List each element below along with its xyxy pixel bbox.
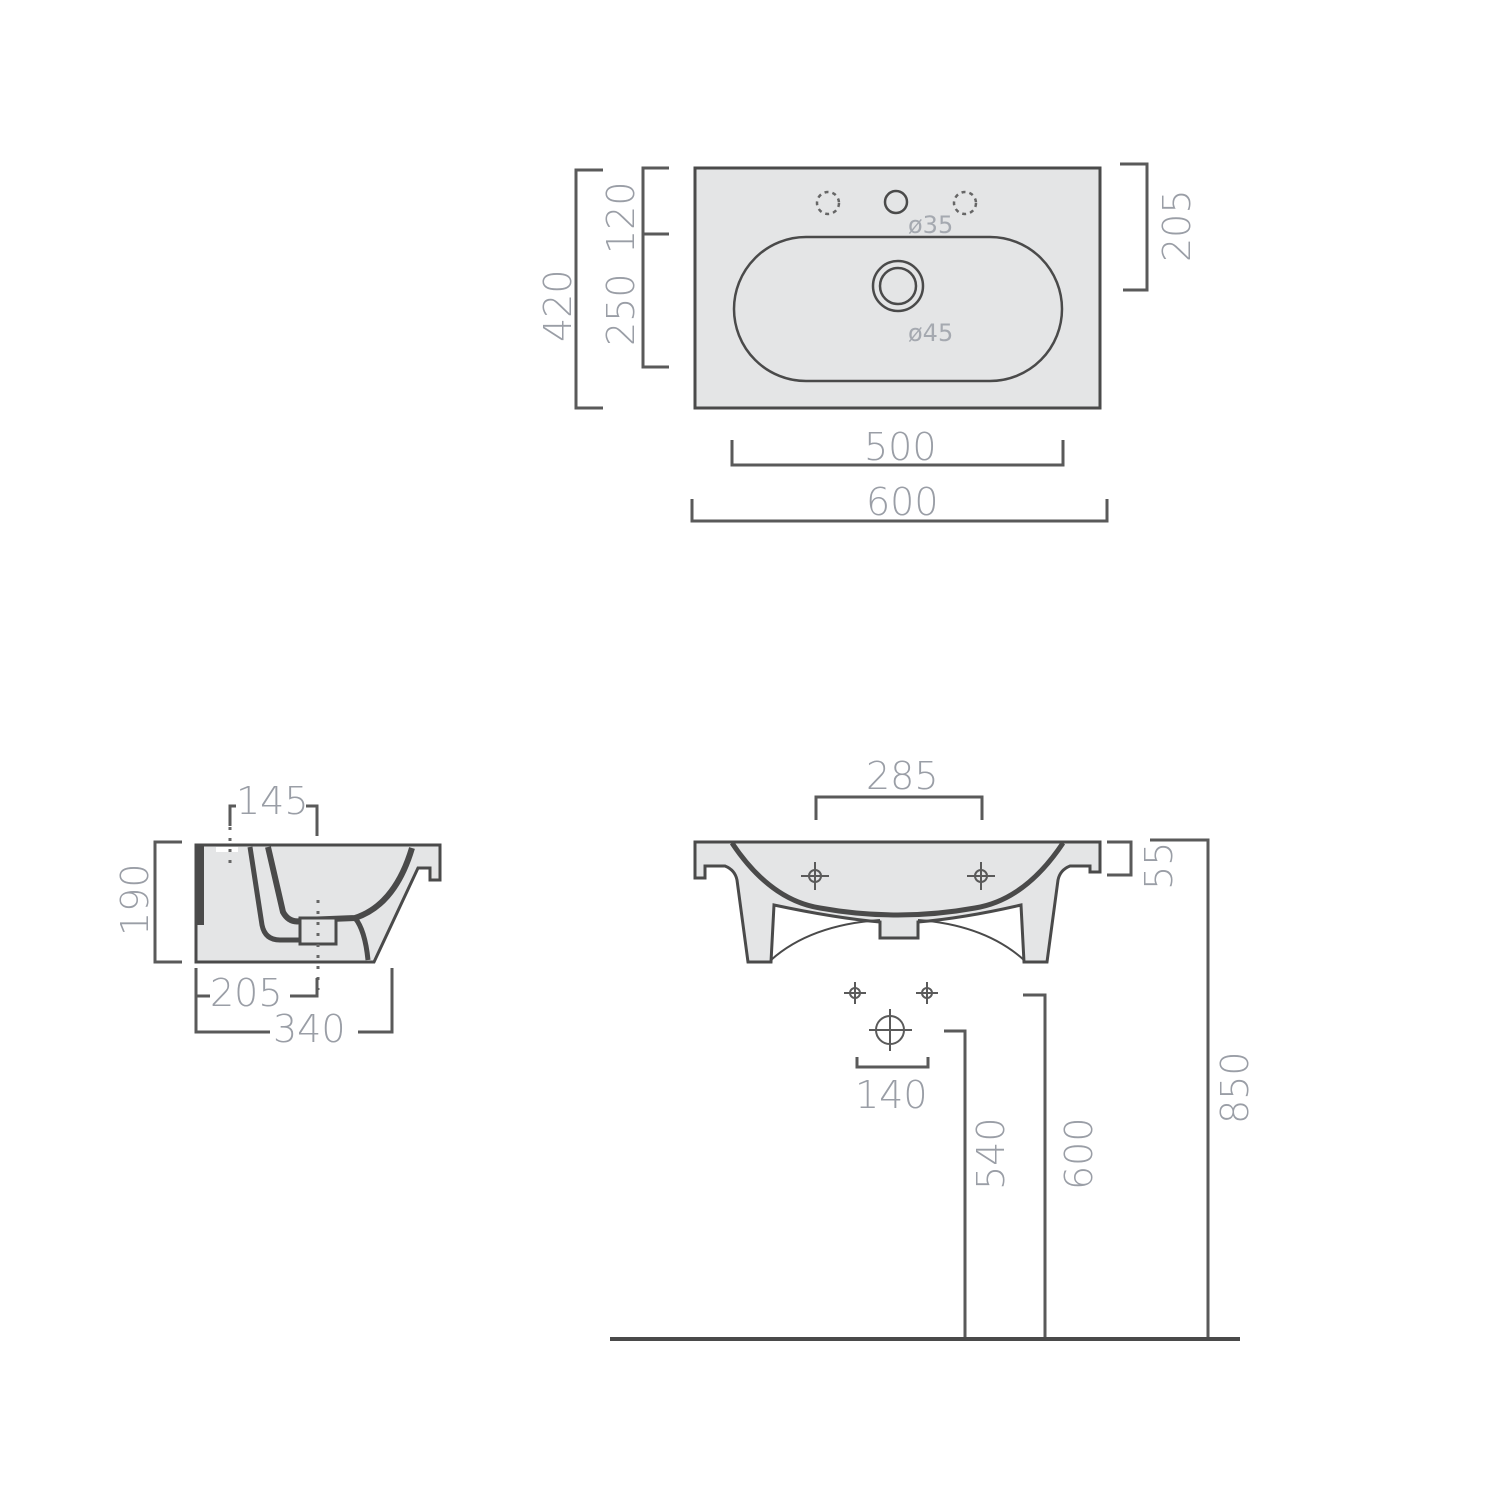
dim-tap-offset: 145: [236, 779, 309, 823]
fixing-point-left-icon: [801, 862, 829, 890]
dim-overall-depth: 420: [536, 269, 580, 342]
side-overflow-channel: [247, 846, 300, 943]
bowl-outline: [732, 235, 1064, 383]
dim-line-supply-spacing: [855, 1057, 930, 1069]
dim-overall-width: 600: [866, 480, 939, 524]
dim-line-overall-width: [690, 499, 1109, 523]
dim-line-tap-bowl: [641, 166, 669, 369]
wall-plate: [196, 845, 204, 925]
front-underside-curve: [770, 919, 1025, 961]
front-body-outline: [693, 840, 1102, 964]
dim-line-waste-height: [944, 1029, 967, 1338]
dim-line-rim-height: [1150, 838, 1210, 1338]
dim-line-overall-depth: [574, 168, 603, 410]
supply-point-left-icon: [844, 982, 866, 1004]
tap-hole-icon: [883, 189, 909, 215]
dim-rim-thickness: 55: [1137, 842, 1181, 890]
fixing-point-right-icon: [967, 862, 995, 890]
dim-tap-zone-depth: 120: [599, 181, 643, 254]
top-view: ø35 ø45 420 120 250 205 500 600: [536, 162, 1199, 524]
dim-line-side-depth: [194, 968, 394, 1034]
dim-bowl-width: 500: [864, 425, 937, 469]
front-bowl-curve: [729, 841, 1066, 918]
dim-line-drain-offset: [1120, 162, 1149, 292]
drain-diameter-label: ø45: [908, 319, 953, 347]
side-rear-leg: [352, 916, 371, 961]
tap-hole-diameter-label: ø35: [908, 211, 953, 239]
dim-line-fixing-centers: [814, 795, 984, 820]
waste-point-icon: [869, 1009, 912, 1051]
dim-rim-height: 850: [1213, 1051, 1257, 1124]
dim-line-bowl-width: [730, 440, 1065, 467]
side-drain-outlet: [298, 916, 338, 946]
tap-hole-optional-right-icon: [952, 190, 978, 216]
drain-inner-icon: [878, 266, 918, 306]
dim-waste-height: 540: [969, 1117, 1013, 1190]
dim-line-side-height: [153, 840, 182, 964]
drain-outer-icon: [871, 259, 925, 313]
dim-side-height: 190: [113, 863, 157, 936]
supply-point-right-icon: [916, 982, 938, 1004]
side-body-outline: [194, 843, 442, 964]
side-view: 190 145 205 340: [113, 779, 442, 1051]
dim-side-depth: 340: [273, 1007, 346, 1051]
tap-hole-section: [216, 847, 238, 852]
dim-fixing-centers: 285: [866, 754, 939, 798]
dim-bowl-depth: 250: [599, 273, 643, 346]
tap-hole-optional-left-icon: [815, 190, 841, 216]
dim-side-drain-offset: 205: [210, 971, 283, 1015]
dim-line-tap-offset: [228, 804, 319, 836]
dim-line-supply-height: [1023, 993, 1047, 1338]
dim-drain-offset: 205: [1155, 189, 1199, 262]
dim-supply-height: 600: [1057, 1117, 1101, 1190]
dim-supply-spacing: 140: [855, 1073, 928, 1117]
dim-line-rim-thickness: [1107, 840, 1133, 877]
front-view: 285 55 140 540 600 850: [610, 754, 1257, 1341]
